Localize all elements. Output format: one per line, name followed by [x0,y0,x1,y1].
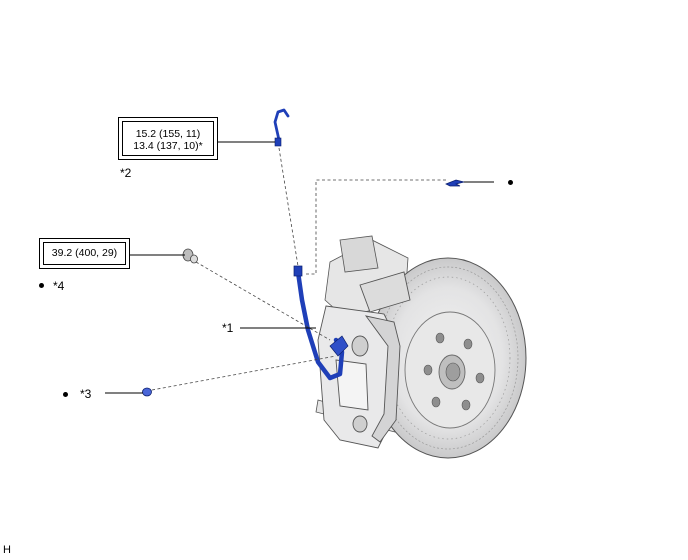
dot-marker-3 [63,392,68,397]
torque-value-alt: 13.4 (137, 10)* [133,140,203,152]
callout-leaders [105,141,494,394]
bleeder-cap [142,387,152,397]
hub-bolts [423,332,485,411]
torque-box-bleeder-plug-inner: 39.2 (400, 29) [43,242,126,265]
callout-1: *1 [222,321,234,335]
brake-disc [369,257,527,459]
torque-box-bleeder-plug: 39.2 (400, 29) [39,238,130,269]
callout-2: *2 [120,166,132,180]
torque-value-standard: 15.2 (155, 11) [135,128,201,140]
dashed-assembly-lines [151,147,446,391]
callout-4: *4 [53,279,65,293]
callout-3: *3 [80,387,92,401]
bleeder-plug [182,248,198,264]
dot-marker-clip [508,180,513,185]
brake-tube [273,108,290,147]
torque-box-hose-union: 15.2 (155, 11) 13.4 (137, 10)* [118,117,218,160]
corner-mark: H [3,544,11,556]
flexible-hose [293,265,349,381]
hose-clip [445,179,465,187]
dot-marker-4 [39,283,44,288]
torque-value-bleeder: 39.2 (400, 29) [51,247,118,259]
torque-box-hose-union-inner: 15.2 (155, 11) 13.4 (137, 10)* [122,121,214,156]
